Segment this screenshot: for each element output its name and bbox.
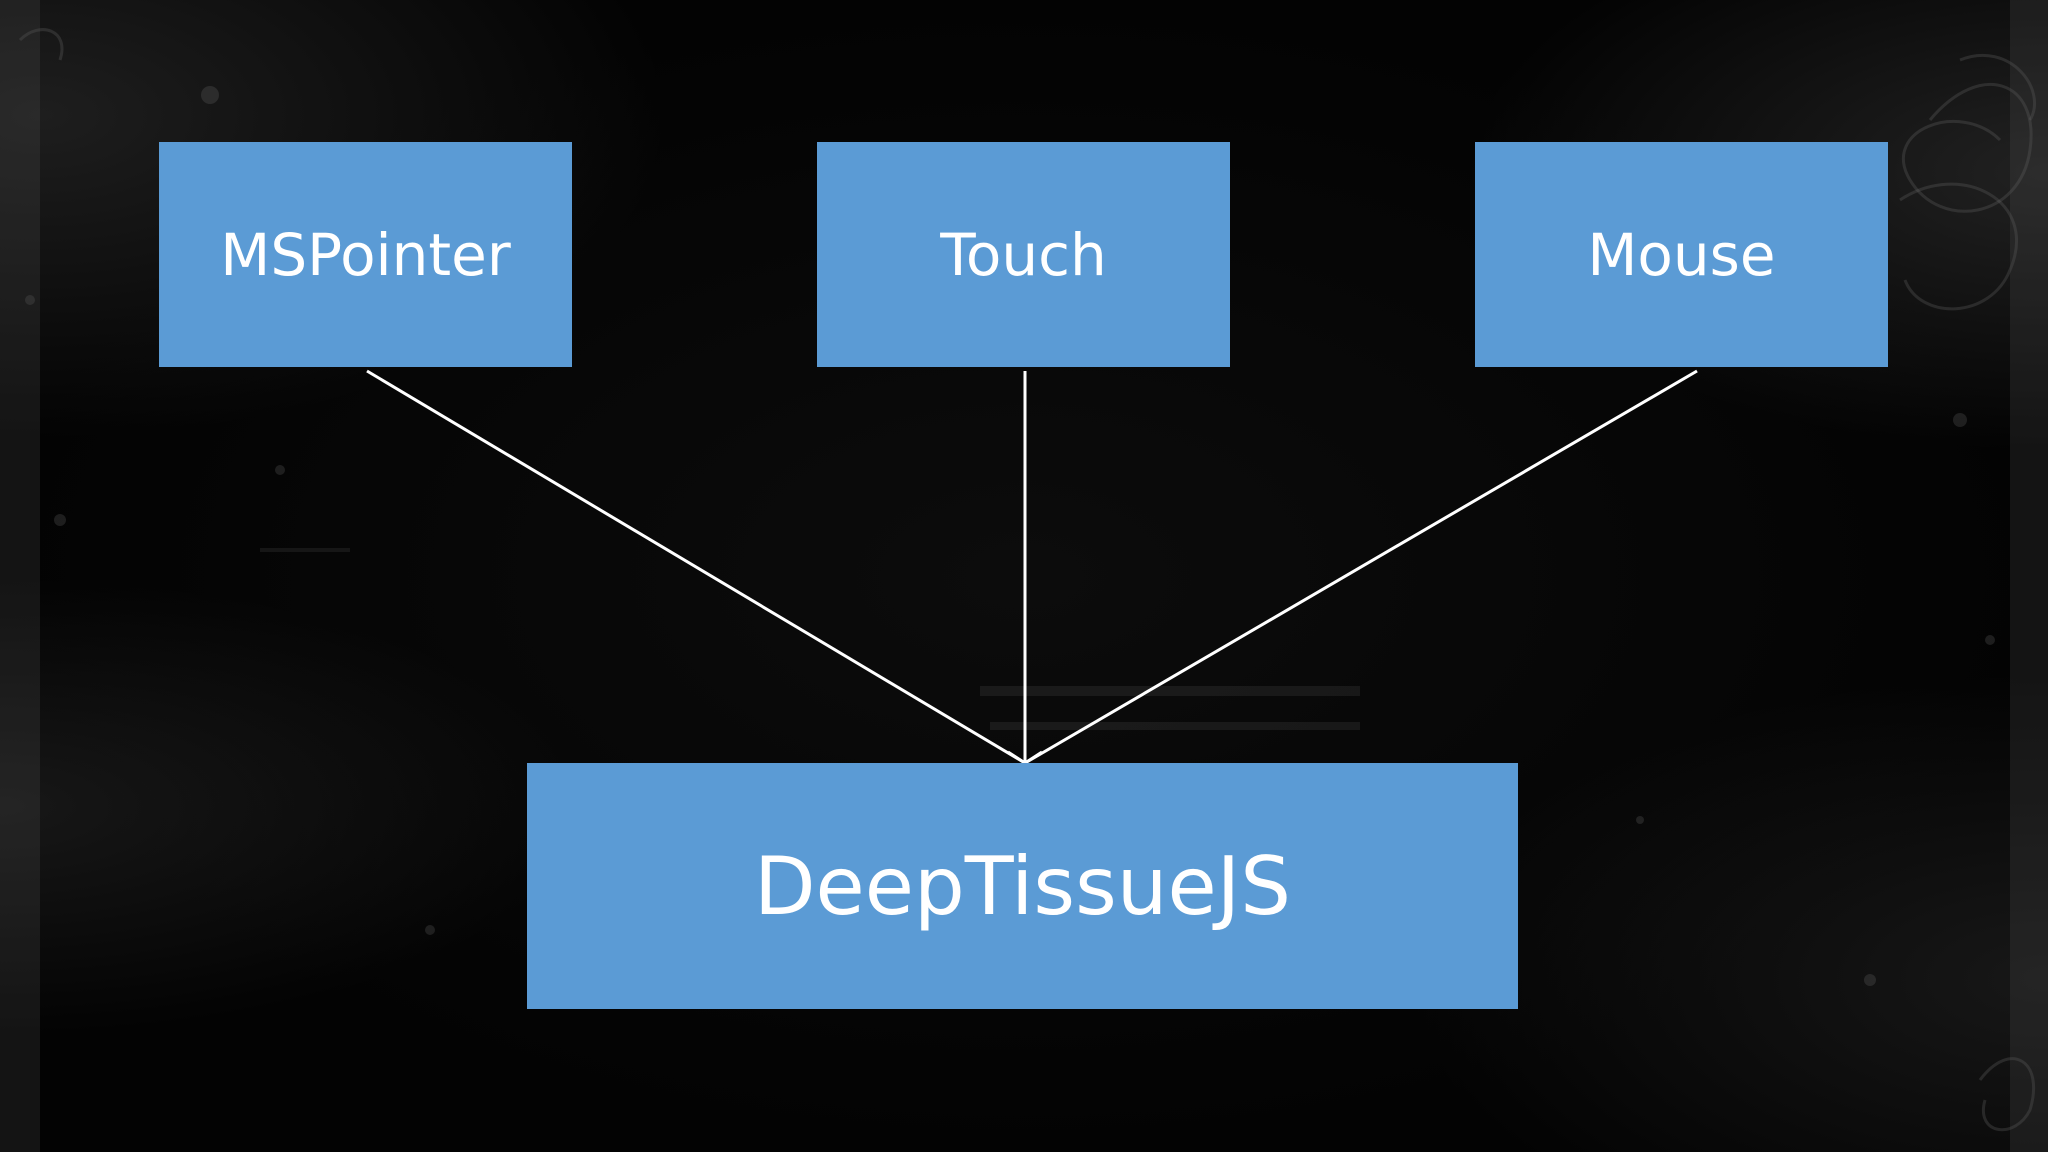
node-mspointer: MSPointer: [159, 142, 572, 367]
node-touch: Touch: [817, 142, 1230, 367]
node-mouse-label: Mouse: [1587, 220, 1776, 289]
node-deeptissuejs: DeepTissueJS: [527, 763, 1518, 1009]
node-deeptissuejs-label: DeepTissueJS: [753, 839, 1292, 933]
node-touch-label: Touch: [940, 220, 1107, 289]
connector-mouse-to-deeptissuejs: [1024, 369, 1698, 765]
node-mouse: Mouse: [1475, 142, 1888, 367]
connector-mspointer-to-deeptissuejs: [366, 369, 1026, 765]
node-mspointer-label: MSPointer: [220, 220, 511, 289]
